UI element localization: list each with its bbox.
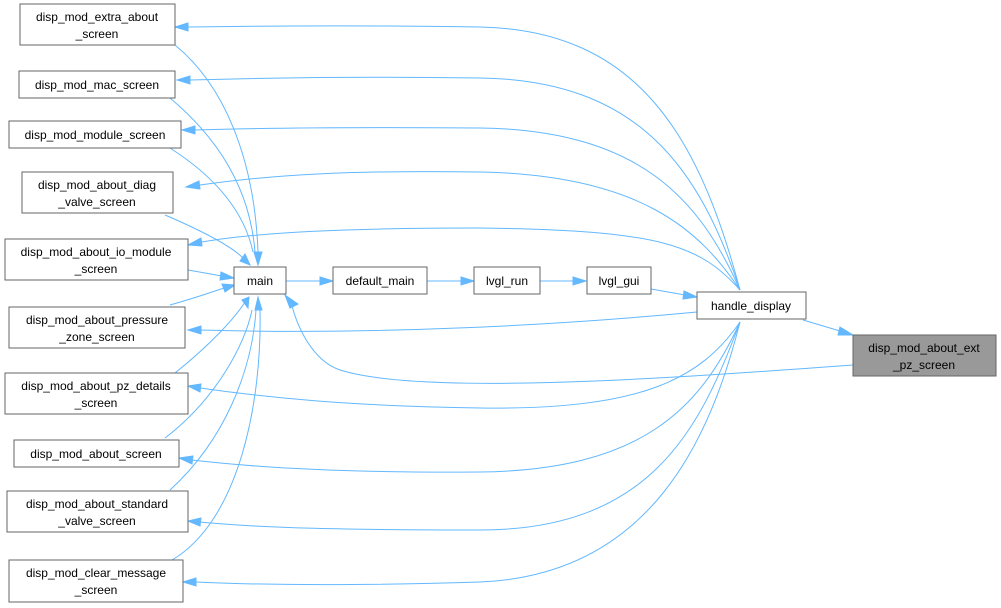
edge-handle-display-to-extra-about [187, 25, 741, 291]
node-default-main[interactable]: default_main [332, 266, 428, 295]
node-disp-mod-about-io-module-screen[interactable]: disp_mod_about_io_module _screen [4, 238, 189, 281]
node-label-line: disp_mod_mac_screen [35, 78, 159, 92]
edge-extra-about-to-main [174, 44, 259, 253]
node-disp-mod-module-screen[interactable]: disp_mod_module_screen [8, 120, 182, 149]
node-label-line: _screen [74, 262, 118, 276]
edge-handle-display-to-about-pressure [199, 311, 698, 332]
node-label-line: _pz_screen [892, 358, 955, 372]
edge-about-ext-pz-to-main [291, 304, 854, 384]
node-main[interactable]: main [233, 266, 287, 295]
node-label-line: handle_display [711, 299, 791, 313]
node-label-line: disp_mod_about_ext [868, 341, 980, 355]
node-lvgl-gui[interactable]: lvgl_gui [586, 266, 652, 295]
arrow-icon [175, 75, 191, 85]
node-disp-mod-about-ext-pz-screen[interactable]: disp_mod_about_ext _pz_screen [852, 334, 997, 377]
edge-lvgl-gui-to-handle-display [650, 288, 686, 296]
node-label-line: disp_mod_about_diag [38, 178, 156, 192]
node-label-line: _zone_screen [58, 330, 134, 344]
arrow-icon [184, 180, 201, 190]
edge-handle-display-to-about-pz-details [199, 321, 741, 409]
arrow-icon [180, 125, 196, 135]
arrow-icon [239, 253, 251, 266]
node-disp-mod-mac-screen[interactable]: disp_mod_mac_screen [18, 70, 176, 99]
arrow-icon [186, 517, 202, 527]
arrow-icon [219, 271, 236, 281]
edge-about-io-to-main [187, 269, 223, 277]
arrow-icon [283, 293, 299, 309]
node-disp-mod-about-pressure-zone-screen[interactable]: disp_mod_about_pressure _zone_screen [8, 306, 186, 349]
arrow-icon [186, 325, 202, 335]
arrow-icon [173, 22, 189, 32]
arrow-icon [253, 251, 263, 267]
node-label-line: lvgl_gui [599, 274, 640, 288]
edge-about-diag-to-main [164, 214, 244, 259]
node-disp-mod-about-diag-valve-screen[interactable]: disp_mod_about_diag _valve_screen [21, 171, 174, 214]
edge-handle-display-to-module [194, 127, 741, 291]
node-disp-mod-extra-about-screen[interactable]: disp_mod_extra_about _screen [19, 3, 176, 46]
node-handle-display[interactable]: handle_display [696, 291, 807, 320]
edge-about-pressure-to-main [169, 287, 225, 306]
arrow-icon [186, 237, 203, 247]
node-label-line: disp_mod_clear_message [26, 566, 166, 580]
arrow-icon [319, 276, 335, 286]
node-label-line: lvgl_run [486, 274, 528, 288]
node-label-line: _valve_screen [57, 195, 135, 209]
arrow-icon [460, 276, 476, 286]
node-disp-mod-about-pz-details-screen[interactable]: disp_mod_about_pz_details _screen [4, 372, 189, 415]
node-label-line: _screen [74, 583, 118, 597]
node-label-line: disp_mod_extra_about [36, 10, 159, 24]
node-label-line: _screen [74, 396, 118, 410]
edge-handle-display-to-about-io [201, 227, 741, 291]
node-label-line: _valve_screen [57, 514, 135, 528]
arrow-icon [186, 383, 202, 393]
arrow-icon [254, 295, 263, 311]
edge-mac-to-main [169, 97, 256, 253]
arrow-icon [572, 276, 588, 286]
edge-handle-display-to-about [191, 321, 741, 473]
edges [164, 22, 855, 587]
edge-handle-display-to-about-standard [199, 321, 741, 531]
node-label-line: disp_mod_about_standard [26, 497, 168, 511]
edge-handle-display-to-about-ext-pz [802, 319, 841, 332]
node-label-line: main [247, 274, 273, 288]
node-label-line: disp_mod_about_pz_details [21, 379, 170, 393]
node-lvgl-run[interactable]: lvgl_run [473, 266, 541, 295]
edge-about-standard-to-main [169, 309, 257, 491]
arrow-icon [181, 577, 197, 587]
node-label-line: disp_mod_about_io_module [21, 245, 172, 259]
arrow-icon [241, 296, 250, 310]
node-disp-mod-about-standard-valve-screen[interactable]: disp_mod_about_standard _valve_screen [6, 490, 189, 533]
node-disp-mod-about-screen[interactable]: disp_mod_about_screen [13, 439, 180, 468]
node-label-line: disp_mod_about_pressure [26, 313, 168, 327]
edge-clear-message-to-main [171, 309, 261, 561]
node-disp-mod-clear-message-screen[interactable]: disp_mod_clear_message _screen [8, 559, 184, 603]
arrow-icon [177, 455, 194, 465]
node-label-line: disp_mod_module_screen [25, 128, 166, 142]
arrow-icon [221, 283, 237, 293]
edge-module-to-main [169, 147, 254, 253]
node-label-line: default_main [346, 274, 415, 288]
edge-handle-display-to-about-diag [199, 171, 741, 291]
node-label-line: _screen [75, 27, 119, 41]
arrow-icon [682, 290, 699, 300]
edge-handle-display-to-mac [189, 76, 741, 291]
edge-about-pz-details-to-main [174, 301, 246, 374]
edge-about-to-main [164, 309, 253, 439]
node-label-line: disp_mod_about_screen [30, 447, 161, 461]
arrow-icon [837, 326, 855, 336]
edge-handle-display-to-clear-message [195, 321, 741, 586]
